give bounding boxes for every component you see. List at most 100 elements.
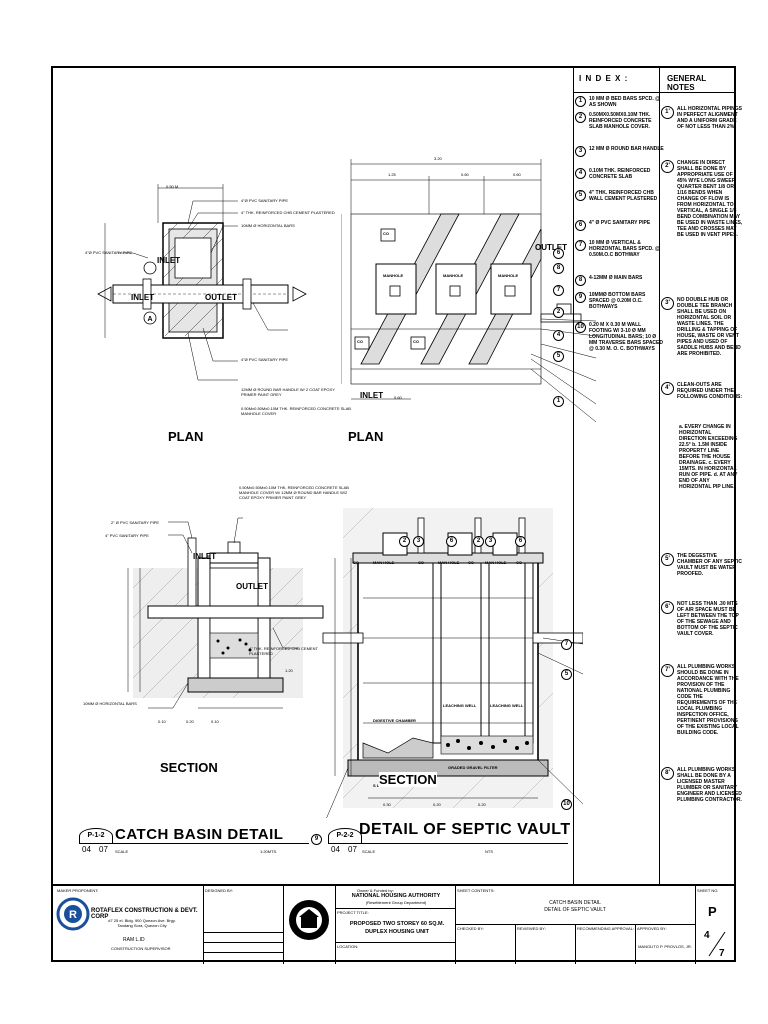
sv-plan-callout-5: 5	[553, 351, 564, 362]
sv-plan-manhole-2: MANHOLE	[443, 273, 464, 278]
title-block-maker: MAKER PROPONENT: R ROTAFLEX CONSTRUCTION…	[53, 886, 204, 964]
agency-seal-icon	[289, 900, 329, 940]
sv-sec-callout-top-1: 2	[399, 536, 410, 547]
cb-section-note-1: 0.50Mx0.50Mx0.10M THK. REINFORCED CONCRE…	[239, 485, 349, 500]
sv-sec-dim-bottom-1: 0.30	[383, 802, 391, 807]
title-block-contents: SHEET CONTENTS: CATCH BASIN DETAIL DETAI…	[455, 886, 696, 964]
sheet-subtitle: DETAIL OF SEPTIC VAULT	[544, 907, 606, 913]
cb-section-note-4: 4" THK. REINFORCED CHB CEMENT PLASTERED	[249, 646, 318, 656]
sv-sec-callout-top-5: 3	[485, 536, 496, 547]
septic-section-drawing	[322, 507, 583, 818]
cb-section-note-3: 4" PVC SANITARY PIPE	[105, 533, 149, 538]
sv-sec-callout-top-2: 3	[413, 536, 424, 547]
company-name: ROTAFLEX CONSTRUCTION & DEVT. CORP	[91, 908, 198, 920]
cb-ref-code: P-1-2	[79, 828, 113, 844]
sv-dim-top-3: 0.60	[513, 172, 521, 177]
cb-plan-title: PLAN	[168, 429, 204, 444]
sv-sec-co-3: CO	[468, 560, 474, 565]
title-block: MAKER PROPONENT: R ROTAFLEX CONSTRUCTION…	[53, 884, 736, 964]
svg-text:A: A	[147, 316, 152, 323]
approved-by: APPROVED BY:	[637, 926, 667, 931]
sv-plan-co-1: CO	[357, 339, 363, 344]
checked-by: CHECKED BY:	[457, 926, 484, 931]
reviewed-by: REVIEWED BY:	[517, 926, 546, 931]
sheet-no-label: SHEET NO.	[697, 888, 719, 893]
sv-sec-dim-bottom-3: 0.20	[478, 802, 486, 807]
cb-plan-note-6: 12MM Ø ROUND BAR HANDLE W/ 2 COAT EPOXY …	[241, 387, 335, 397]
cb-dim-bottom-1: 0.10	[158, 719, 166, 724]
sv-ref-a: 04	[331, 845, 340, 854]
sv-ref-code: P-2-2	[328, 828, 362, 844]
catch-basin-section-drawing	[127, 517, 324, 709]
sheet-contents-label: SHEET CONTENTS:	[457, 888, 495, 893]
sv-sec-leaching-1: LEACHING WELL	[443, 703, 477, 708]
sv-sec-callout-top-3: 6	[446, 536, 457, 547]
sv-plan-dim-small: 0.60	[394, 395, 402, 400]
sv-plan-callout-8: 8	[553, 263, 564, 274]
cb-plan-note-2: 4" THK. REINFORCED CHB CEMENT PLASTERED	[241, 210, 335, 215]
location-label: LOCATION:	[337, 944, 359, 949]
sv-sec-manhole-3: MAN HOLE	[485, 560, 507, 565]
sv-sec-dim-bottom-2: 0.20	[433, 802, 441, 807]
sheet-total: 7	[719, 948, 725, 959]
sv-sec-callout-top-4: 2	[473, 536, 484, 547]
sv-sec-callout-right-3: 10	[561, 799, 572, 810]
cb-plan-note-7: 0.50Mx0.50Mx0.10M THK. REINFORCED CONCRE…	[241, 406, 351, 416]
sv-sec-callout-right-2: 5	[561, 669, 572, 680]
cb-plan-note-3: 10MM Ø HORIZONTAL BARS	[241, 223, 295, 228]
sv-sec-callout-top-6: 6	[515, 536, 526, 547]
sheet-title: CATCH BASIN DETAIL	[549, 900, 601, 906]
company-logo-icon: R	[56, 897, 90, 931]
sv-plan-inlet-label: INLET	[360, 391, 384, 400]
cb-detail-title: CATCH BASIN DETAIL	[115, 826, 284, 843]
sv-plan-callout-1: 1	[553, 396, 564, 407]
sv-sec-co-1: CO	[353, 560, 359, 565]
agency-seal-cell	[283, 886, 336, 964]
cb-section-note-5: 10MM Ø HORIZONTAL BARS	[83, 701, 137, 706]
cb-section-note-2: 2" Ø PVC SANITARY PIPE	[111, 520, 160, 525]
sv-plan-title: PLAN	[348, 429, 384, 444]
drawing-sheet: A 0.50 M 4"Ø PVC SANITARY PIPE 4" THK. R…	[51, 66, 742, 964]
project-label: PROJECT TITLE:	[337, 910, 369, 915]
sv-scale-value: NTS	[485, 849, 493, 854]
sv-plan-callout-7: 7	[553, 285, 564, 296]
cb-dim-bottom-3: 0.10	[211, 719, 219, 724]
note-4-subitems: a. EVERY CHANGE IN HORIZONTAL DIRECTION …	[679, 424, 738, 490]
maker-label: MAKER PROPONENT:	[57, 888, 99, 893]
cb-plan-inlet-label: INLET	[157, 256, 181, 265]
svg-text:R: R	[69, 909, 77, 921]
sv-plan-outlet-label: OUTLET	[535, 243, 567, 252]
sheet-letter: P	[708, 904, 717, 919]
sv-sec-dim-left: 1.20	[285, 668, 293, 673]
sv-sec-leaching-2: LEACHING WELL	[490, 703, 524, 708]
signatory-role: CONSTRUCTION SUPERVISOR	[111, 946, 171, 951]
sv-dim-top-1: 1.25	[388, 172, 396, 177]
sv-section-title: SECTION	[379, 772, 437, 787]
cb-scale-value: 1:20MTS.	[260, 849, 278, 854]
funded-by-label: Owner & Funded by:	[357, 888, 394, 893]
sv-sec-co-4: CO	[516, 560, 522, 565]
cb-plan-note-1: 4"Ø PVC SANITARY PIPE	[241, 198, 288, 203]
sv-scale-label: SCALE	[362, 849, 376, 854]
sv-sec-co-2: CO	[418, 560, 424, 565]
notes-header: GENERAL NOTES	[667, 74, 706, 92]
cb-ref-b: 07	[99, 845, 108, 854]
sv-sec-callout-right-1: 7	[561, 639, 572, 650]
sv-detail-title: DETAIL OF SEPTIC VAULT	[359, 821, 571, 838]
company-address: #7 25 el. Bldg. 900 Quezon Ave. Brgy. Ta…	[108, 918, 176, 928]
cb-plan-note-5: 4"Ø PVC SANITARY PIPE	[241, 357, 288, 362]
sv-plan-manhole-1: MANHOLE	[383, 273, 404, 278]
index-header: I N D E X :	[579, 74, 629, 83]
sv-ref-b: 07	[348, 845, 357, 854]
title-block-sheet: SHEET NO. P 4 7	[695, 886, 736, 964]
designed-by: DESIGNED BY:	[205, 888, 234, 893]
sv-sec-manhole-1: MAN HOLE	[373, 560, 395, 565]
sheet-divider-icon	[708, 931, 726, 957]
sv-plan-callout-2: 2	[553, 307, 564, 318]
cb-ref-a: 04	[82, 845, 91, 854]
cb-plan-note-4: 4"Ø PVC SANITARY PIPE	[85, 250, 132, 255]
sv-plan-co-3: CO	[383, 231, 389, 236]
signatory: RAM L.ID	[123, 937, 145, 943]
recommended-by: RECOMMENDING APPROVAL:	[577, 926, 635, 931]
title-block-designed: DESIGNED BY:	[203, 886, 284, 964]
